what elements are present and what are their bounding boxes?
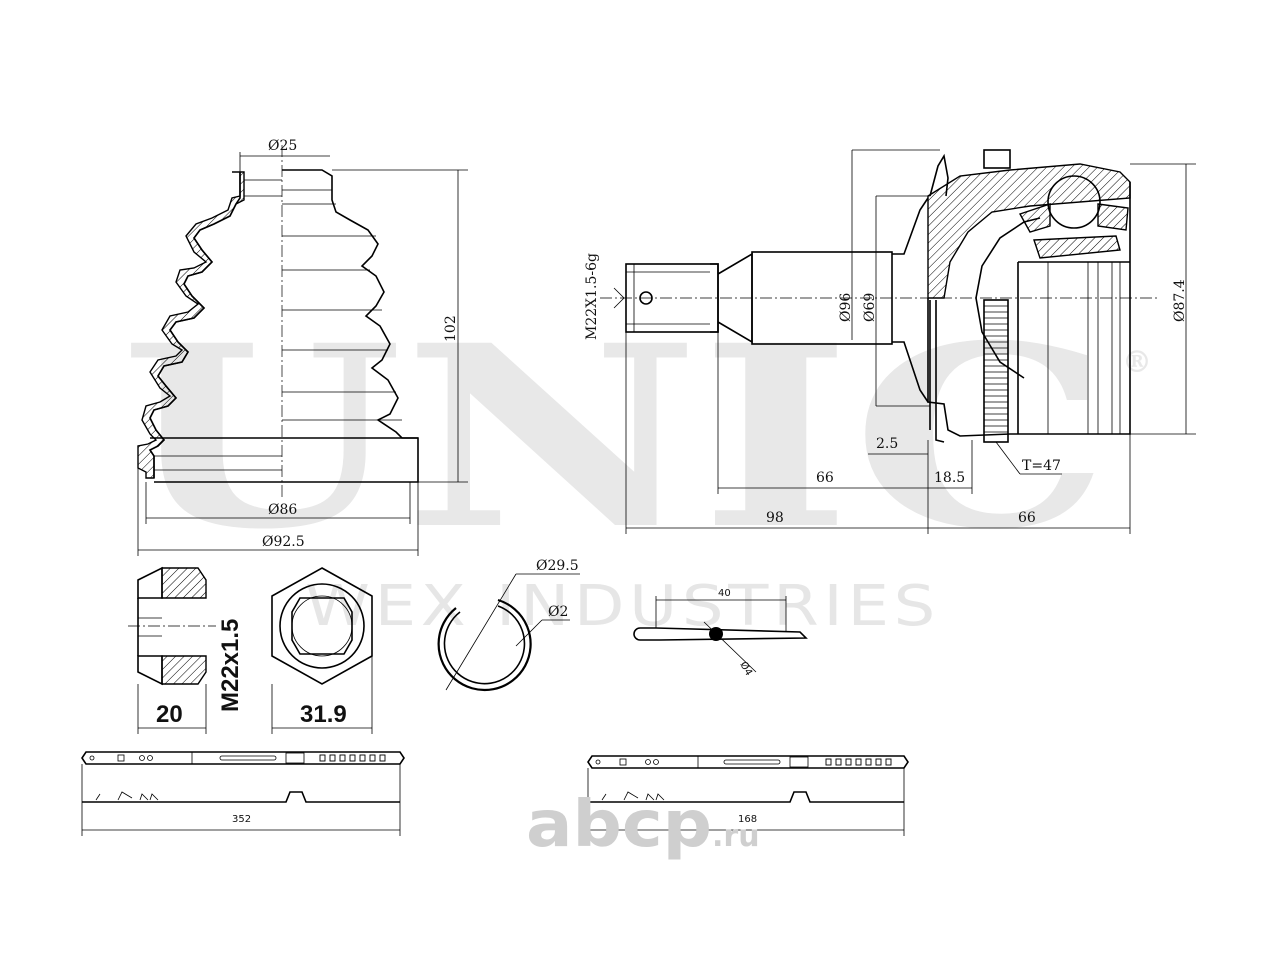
joint-len-18-5: 18.5 — [934, 470, 965, 486]
nut-width: 20 — [156, 701, 183, 728]
joint-shaft-d1: Ø96 — [838, 293, 854, 322]
clamp-small-length: 168 — [738, 814, 757, 825]
nut-thread: M22x1.5 — [217, 619, 244, 712]
cotter-length: 40 — [718, 588, 731, 599]
logo-main: abcp — [526, 788, 712, 862]
watermark: UNIC ® WEX INDUSTRIES — [120, 290, 1152, 639]
boot-top-diameter: Ø25 — [268, 138, 297, 154]
boot-drawing: Ø25 102 Ø86 Ø92.5 — [137, 138, 468, 556]
joint-len-98: 98 — [766, 510, 784, 526]
joint-teeth: T=47 — [1022, 458, 1061, 474]
ring-diameter: Ø29.5 — [536, 558, 579, 574]
boot-outer-diameter: Ø92.5 — [262, 534, 305, 550]
joint-step: 2.5 — [876, 436, 898, 452]
ring-drawing: Ø29.5 Ø2 — [437, 558, 580, 692]
boot-inner-diameter: Ø86 — [268, 502, 297, 518]
joint-outer-d: Ø87.4 — [1172, 279, 1188, 322]
boot-height: 102 — [443, 315, 459, 342]
joint-thread: M22X1.5-6g — [584, 253, 600, 340]
nut-drawing: 20 M22x1.5 31.9 — [128, 566, 373, 734]
watermark-tagline: WEX INDUSTRIES — [305, 574, 940, 639]
watermark-registered: ® — [1122, 345, 1152, 380]
clamp-small-drawing: 168 — [587, 755, 909, 836]
clamp-large-drawing: 352 — [81, 751, 405, 836]
ring-wire: Ø2 — [548, 604, 568, 620]
joint-len-66b: 66 — [1018, 510, 1036, 526]
nut-hex: 31.9 — [300, 701, 347, 728]
joint-shaft-d2: Ø69 — [862, 293, 878, 322]
cv-joint-drawing: M22X1.5-6g Ø96 Ø69 Ø87.4 2.5 66 18.5 T=4… — [584, 149, 1196, 534]
joint-len-66: 66 — [816, 470, 834, 486]
logo-suffix: .ru — [712, 819, 760, 854]
clamp-large-length: 352 — [232, 814, 251, 825]
abcp-logo: abcp .ru — [526, 788, 760, 862]
cotter-dia: Ø4 — [737, 660, 755, 678]
watermark-brand: UNIC — [120, 290, 1110, 584]
